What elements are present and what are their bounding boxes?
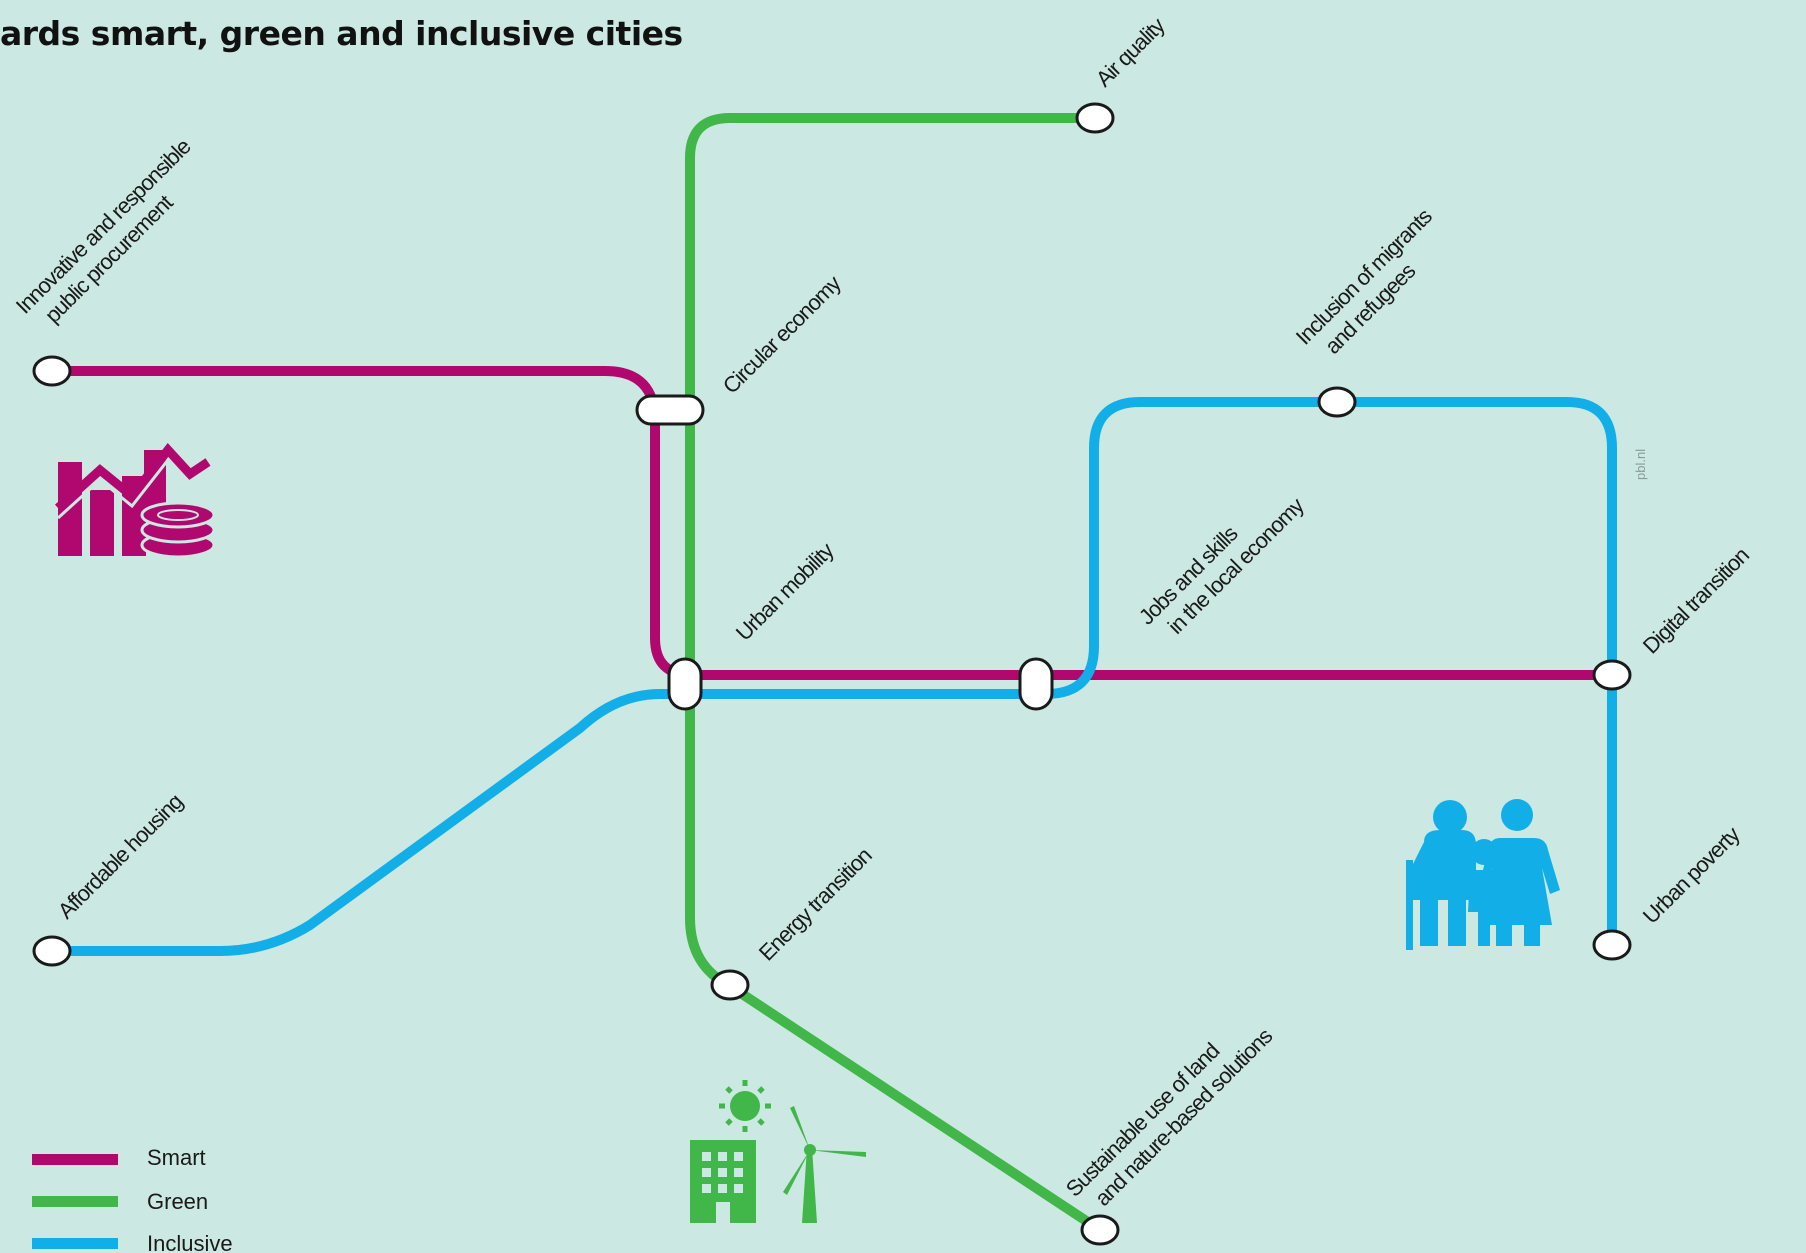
- family-people-icon: [1406, 799, 1560, 950]
- legend-label-green: Green: [147, 1189, 208, 1214]
- station-marker-procurement: [32, 355, 72, 387]
- legend-label-smart: Smart: [147, 1145, 206, 1170]
- smart-line: [52, 366, 1614, 680]
- station-label-air-quality: Air quality: [1091, 13, 1170, 92]
- station-label-land-use: Sustainable use of landand nature-based …: [1061, 1004, 1278, 1221]
- station-marker-digital-transition: [1592, 659, 1632, 691]
- solar-building-wind-turbine-icon: [690, 1080, 866, 1223]
- station-label-digital-transition: Digital transition: [1638, 543, 1754, 659]
- station-label-line: Urban poverty: [1638, 822, 1745, 929]
- station-label-urban-mobility: Urban mobility: [731, 538, 839, 646]
- station-marker-air-quality: [1075, 102, 1115, 134]
- station-label-line: Affordable housing: [53, 789, 187, 923]
- finance-chart-coins-icon: [54, 443, 216, 559]
- station-label-migrants: Inclusion of migrantsand refugees: [1291, 203, 1456, 368]
- station-label-circular-economy: Circular economy: [718, 270, 846, 398]
- station-label-line: Innovative and responsible: [11, 134, 196, 319]
- station-label-line: Circular economy: [718, 270, 846, 398]
- station-marker-migrants: [1317, 386, 1357, 418]
- station-marker-urban-mobility: [667, 657, 703, 711]
- station-label-line: and nature-based solutions: [1090, 1023, 1278, 1211]
- station-label-line: Sustainable use of land: [1061, 1038, 1224, 1201]
- station-label-affordable-housing: Affordable housing: [53, 789, 187, 923]
- station-marker-affordable-housing: [32, 935, 72, 967]
- station-label-line: Urban mobility: [731, 538, 839, 646]
- legend: Smart Green Inclusive: [32, 1145, 233, 1253]
- legend-swatch-smart: [32, 1154, 118, 1165]
- legend-swatch-green: [32, 1196, 118, 1207]
- station-label-procurement: Innovative and responsiblepublic procure…: [11, 134, 215, 338]
- green-line: [685, 113, 1103, 1235]
- station-marker-circular-economy: [635, 394, 705, 426]
- legend-swatch-inclusive: [32, 1238, 118, 1249]
- station-markers: [32, 102, 1632, 1246]
- diagram-title: ards smart, green and inclusive cities: [0, 14, 683, 53]
- station-label-urban-poverty: Urban poverty: [1638, 822, 1745, 929]
- inclusive-line: [52, 397, 1617, 956]
- station-label-jobs-skills: Jobs and skillsin the local economy: [1134, 474, 1309, 649]
- station-label-line: Energy transition: [754, 843, 876, 965]
- station-label-line: Digital transition: [1638, 543, 1754, 659]
- station-label-line: Air quality: [1091, 13, 1170, 92]
- station-marker-jobs-skills: [1018, 657, 1054, 711]
- legend-label-inclusive: Inclusive: [147, 1231, 233, 1253]
- credit-text: pbl.nl: [1633, 449, 1648, 480]
- station-marker-urban-poverty: [1592, 929, 1632, 961]
- station-marker-energy-transition: [710, 969, 750, 1001]
- station-marker-land-use: [1080, 1214, 1120, 1246]
- station-label-energy-transition: Energy transition: [754, 843, 876, 965]
